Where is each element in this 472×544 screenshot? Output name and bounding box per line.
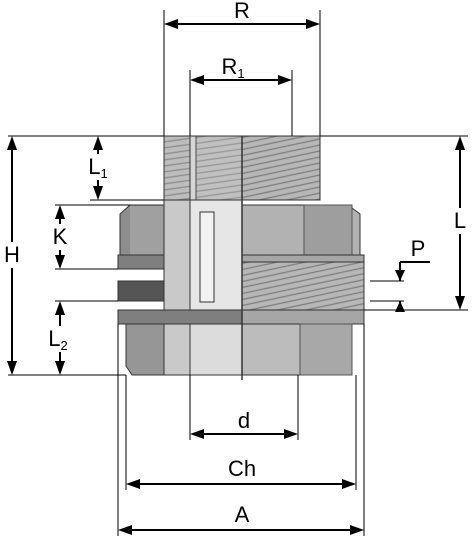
svg-text:L1: L1	[88, 154, 107, 181]
fitting-body	[117, 135, 365, 380]
dimension-L2: L2	[46, 301, 78, 375]
bore-thread-top	[195, 135, 243, 201]
top-thread-right	[241, 135, 321, 201]
label-K: K	[53, 224, 68, 249]
label-P: P	[411, 236, 426, 261]
body-center-right	[241, 261, 365, 311]
dimension-A: A	[118, 502, 364, 535]
dimension-d: d	[190, 408, 298, 439]
svg-text:L2: L2	[48, 326, 67, 353]
extension-lines	[8, 10, 468, 536]
svg-text:R1: R1	[221, 54, 244, 81]
body-bore-insert	[199, 211, 215, 303]
label-R: R	[234, 0, 250, 23]
lower-nut-right-face	[299, 323, 353, 376]
dimension-H: H	[2, 136, 24, 375]
lower-lip-right	[241, 309, 365, 325]
upper-nut-left-highlight	[130, 206, 170, 262]
label-R1: R	[221, 54, 237, 79]
dimension-Ch: Ch	[126, 456, 356, 489]
dimension-L1: L1	[86, 136, 116, 200]
label-L2: L	[48, 326, 60, 351]
label-L1: L	[88, 154, 100, 179]
dimension-L: L	[448, 136, 472, 310]
label-L1-sub: 1	[101, 166, 108, 181]
label-d: d	[238, 408, 250, 433]
label-Ch: Ch	[228, 456, 256, 481]
label-L2-sub: 2	[61, 338, 68, 353]
bottom-bore	[189, 323, 243, 376]
upper-nut-right-face	[303, 204, 353, 263]
label-R1-sub: 1	[237, 66, 244, 81]
dimension-R: R	[164, 0, 320, 29]
label-A: A	[235, 502, 250, 527]
dimension-R1: R1	[190, 54, 292, 85]
lower-lip-left	[117, 309, 243, 325]
label-L: L	[454, 208, 466, 233]
lower-nut-left	[125, 323, 165, 376]
gasket-left	[117, 280, 165, 302]
label-H: H	[4, 242, 20, 267]
dimension-K: K	[48, 205, 72, 269]
dimension-P: P	[395, 236, 430, 312]
